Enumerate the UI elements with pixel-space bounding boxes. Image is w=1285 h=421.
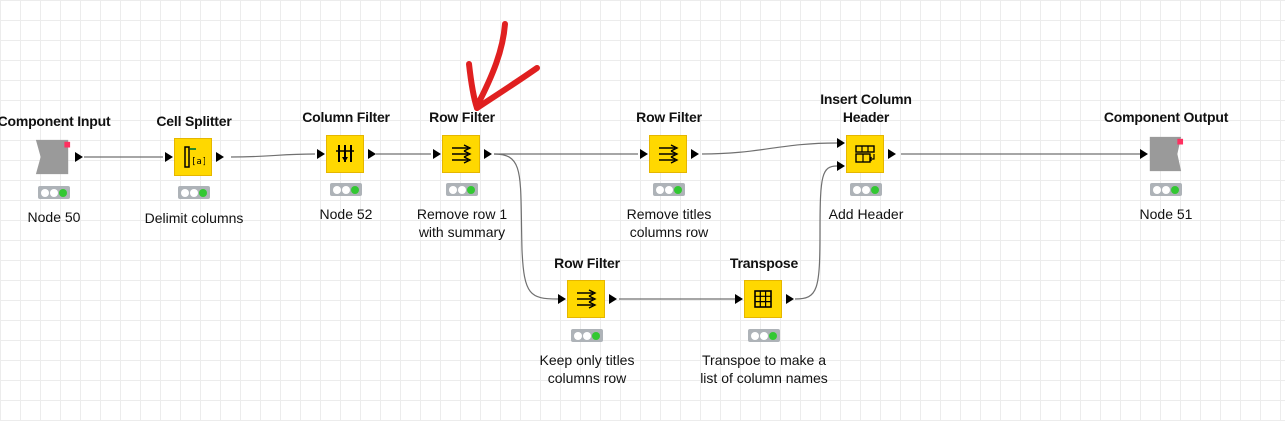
node-title: Transpose: [729, 255, 799, 271]
row-filter-icon[interactable]: [567, 280, 605, 318]
column-filter-icon[interactable]: [326, 135, 364, 173]
output-port[interactable]: [609, 294, 617, 304]
node-title: Insert Column Header: [820, 91, 912, 125]
node-label[interactable]: Transpoe to make a list of column names: [700, 352, 828, 386]
status-traffic-light: [178, 186, 210, 199]
node-label[interactable]: Node 50: [27, 209, 81, 225]
node-title: Row Filter: [429, 109, 495, 125]
connection-splitter-to-colfilter: [230, 153, 316, 158]
node-title: Component Input: [0, 113, 111, 129]
node-label[interactable]: Remove row 1 with summary: [416, 206, 508, 240]
output-port[interactable]: [786, 294, 794, 304]
input-port-2[interactable]: [837, 161, 845, 171]
connection-rowfilter2-to-insertheader: [701, 142, 838, 155]
status-traffic-light: [571, 329, 603, 342]
input-port[interactable]: [433, 149, 441, 159]
node-title: Column Filter: [302, 109, 390, 125]
output-port[interactable]: [691, 149, 699, 159]
status-traffic-light: [330, 183, 362, 196]
output-port[interactable]: [368, 149, 376, 159]
row-filter-icon[interactable]: [442, 135, 480, 173]
component-input-icon[interactable]: [34, 138, 72, 176]
svg-text:[a]: [a]: [191, 157, 205, 167]
node-label[interactable]: Delimit columns: [144, 210, 244, 226]
node-title: Component Output: [1103, 109, 1229, 125]
input-port[interactable]: [558, 294, 566, 304]
insert-column-header-icon[interactable]: [846, 135, 884, 173]
component-output-icon[interactable]: [1146, 135, 1184, 173]
cell-splitter-icon[interactable]: [a]: [174, 138, 212, 176]
red-arrow-annotation-icon: [466, 21, 540, 111]
input-port[interactable]: [1140, 149, 1148, 159]
status-traffic-light: [38, 186, 70, 199]
connection-transpose-to-insertheader: [794, 165, 838, 300]
transpose-icon[interactable]: [744, 280, 782, 318]
node-title: Row Filter: [636, 109, 702, 125]
node-label[interactable]: Keep only titles columns row: [539, 352, 635, 386]
status-traffic-light: [850, 183, 882, 196]
input-port[interactable]: [735, 294, 743, 304]
output-port[interactable]: [484, 149, 492, 159]
node-label[interactable]: Node 51: [1139, 206, 1193, 222]
output-port[interactable]: [888, 149, 896, 159]
node-label[interactable]: Remove titles columns row: [626, 206, 712, 240]
output-port[interactable]: [216, 152, 224, 162]
status-traffic-light: [1150, 183, 1182, 196]
input-port[interactable]: [317, 149, 325, 159]
input-port[interactable]: [640, 149, 648, 159]
connection-rowfilter1-to-rowfilter3: [493, 153, 559, 300]
output-port[interactable]: [75, 152, 83, 162]
node-title: Cell Splitter: [156, 113, 232, 129]
input-port-1[interactable]: [837, 138, 845, 148]
node-label[interactable]: Add Header: [828, 206, 904, 222]
row-filter-icon[interactable]: [649, 135, 687, 173]
node-title: Row Filter: [554, 255, 620, 271]
node-label[interactable]: Node 52: [319, 206, 373, 222]
status-traffic-light: [748, 329, 780, 342]
status-traffic-light: [446, 183, 478, 196]
status-traffic-light: [653, 183, 685, 196]
input-port[interactable]: [165, 152, 173, 162]
